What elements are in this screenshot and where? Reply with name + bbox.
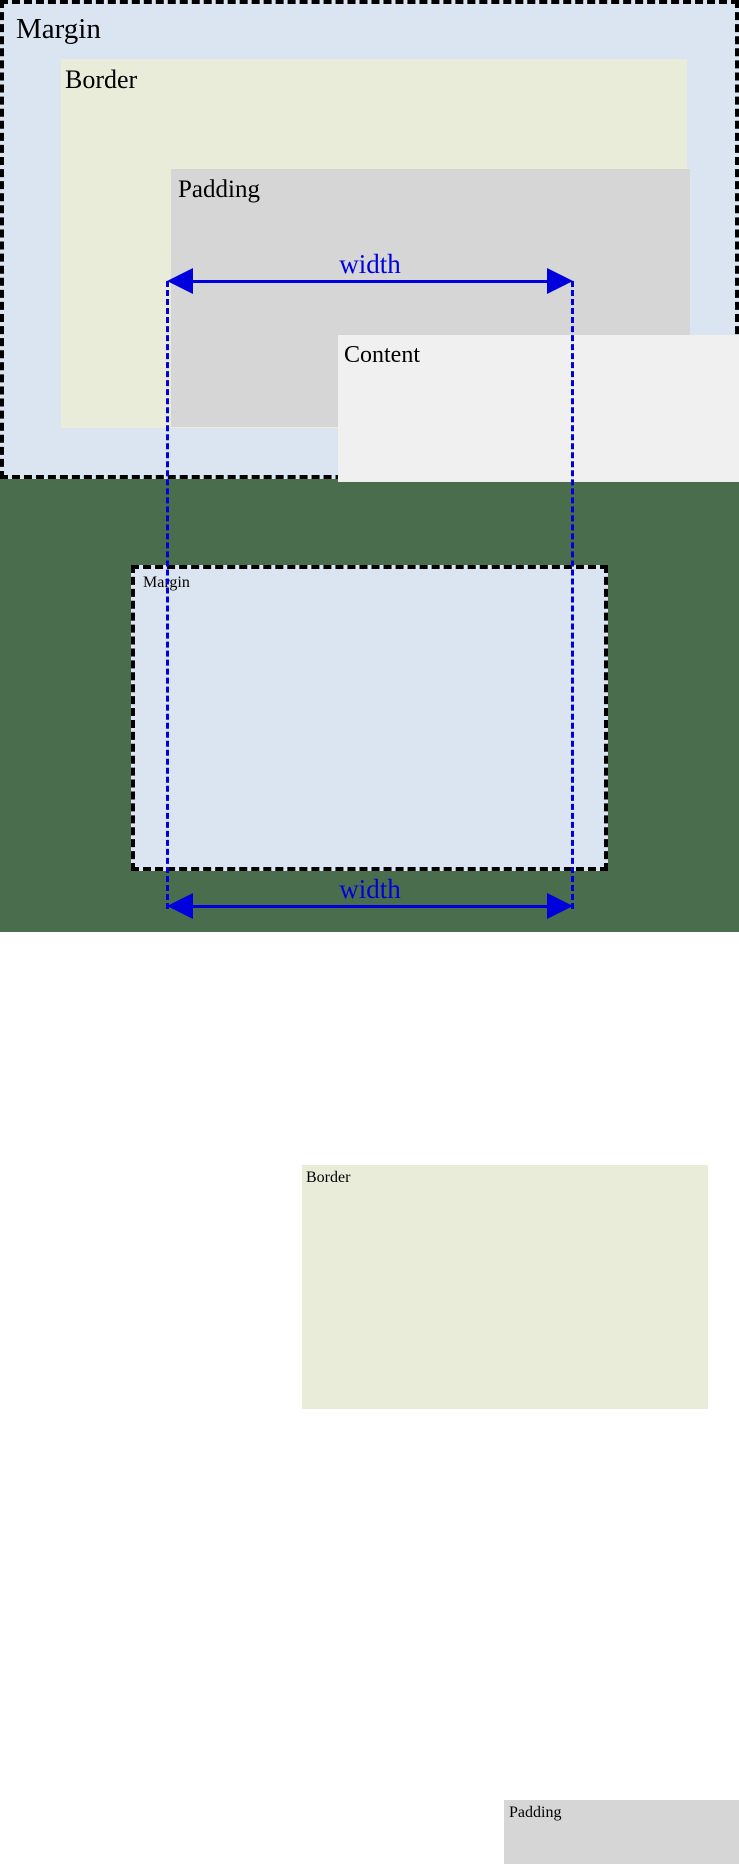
top-content-label: Content	[344, 342, 420, 368]
top-content-box: Content	[338, 335, 739, 482]
arrow-left-head-icon	[167, 893, 193, 919]
bottom-border-label: Border	[306, 1169, 351, 1186]
arrow-right-head-icon	[547, 893, 573, 919]
width-guide-line-right	[571, 281, 574, 909]
bottom-width-label: width	[339, 874, 401, 904]
arrow-left-head-icon	[167, 268, 193, 294]
arrow-shaft	[191, 280, 549, 283]
arrow-shaft	[191, 905, 549, 908]
top-border-box: Border Padding Content	[61, 59, 739, 482]
top-margin-box: Margin Border Padding Content	[0, 0, 739, 482]
arrow-right-head-icon	[547, 268, 573, 294]
width-guide-line-left	[166, 281, 169, 909]
bottom-margin-box: Margin Border Padding Content	[131, 565, 739, 1864]
bottom-border-box: Border Padding Content	[302, 1165, 739, 1864]
top-padding-label: Padding	[178, 176, 260, 203]
top-padding-box: Padding Content	[171, 169, 739, 482]
bottom-padding-box: Padding Content	[504, 1800, 739, 1864]
top-margin-label: Margin	[16, 13, 101, 45]
top-border-label: Border	[65, 65, 138, 94]
bottom-padding-label: Padding	[509, 1804, 562, 1821]
top-width-label: width	[339, 249, 401, 279]
